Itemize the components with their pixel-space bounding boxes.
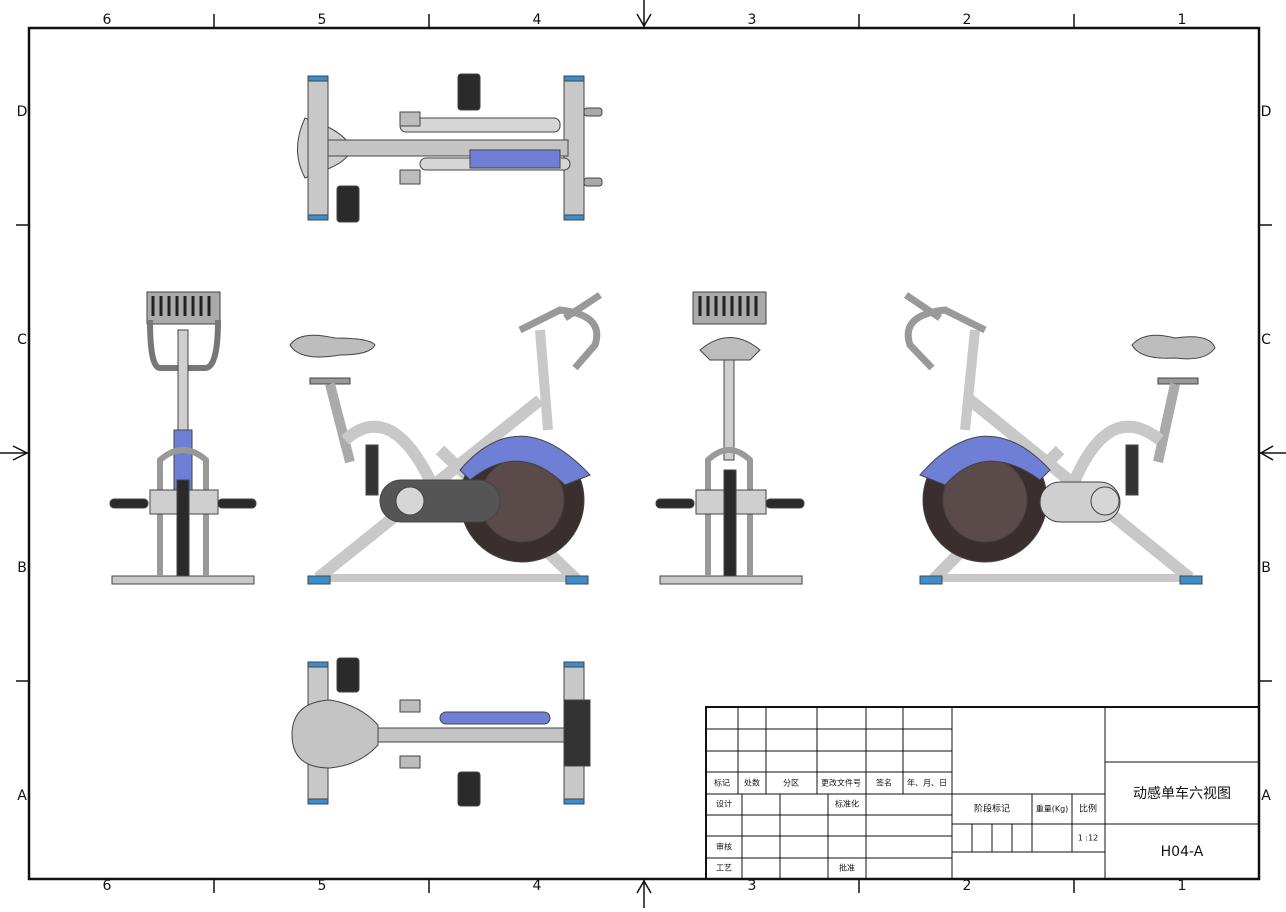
- top-view: [297, 73, 603, 223]
- svg-text:签名: 签名: [876, 778, 892, 788]
- sheet-border: [27, 26, 1261, 881]
- svg-text:A: A: [17, 788, 27, 804]
- drawing-number: H04-A: [1161, 844, 1204, 860]
- svg-text:2: 2: [963, 12, 972, 28]
- svg-text:更改文件号: 更改文件号: [821, 778, 861, 788]
- drawing-title: 动感单车六视图: [1133, 785, 1231, 802]
- svg-text:4: 4: [533, 878, 542, 894]
- svg-text:1: 1: [1178, 878, 1187, 894]
- rear-view: [655, 291, 805, 585]
- right-side-view: [904, 292, 1216, 585]
- column-labels-top: 6 5 4 3 2 1: [103, 12, 1187, 28]
- svg-text:3: 3: [748, 12, 757, 28]
- svg-text:标记: 标记: [714, 778, 730, 788]
- svg-text:3: 3: [748, 878, 757, 894]
- svg-text:6: 6: [103, 878, 112, 894]
- svg-text:B: B: [17, 560, 27, 576]
- svg-text:阶段标记: 阶段标记: [974, 803, 1010, 815]
- svg-text:C: C: [1261, 332, 1271, 348]
- front-view: [109, 291, 257, 585]
- title-block: [705, 706, 1260, 880]
- svg-text:5: 5: [318, 12, 327, 28]
- title-block-text: 标记 处数 分区 更改文件号 签名 年、月、日 设计 标准化 审核 工艺 批准 …: [714, 778, 1231, 873]
- svg-text:工艺: 工艺: [716, 864, 732, 873]
- svg-text:年、月、日: 年、月、日: [907, 778, 947, 788]
- svg-text:4: 4: [533, 12, 542, 28]
- svg-text:1: 1: [1178, 12, 1187, 28]
- svg-text:审核: 审核: [716, 842, 732, 852]
- svg-text:5: 5: [318, 878, 327, 894]
- svg-text:B: B: [1261, 560, 1271, 576]
- svg-text:比例: 比例: [1079, 803, 1097, 815]
- left-side-view: [289, 292, 602, 585]
- svg-text:标准化: 标准化: [835, 799, 859, 809]
- zone-ticks: [16, 14, 1272, 893]
- svg-text:6: 6: [103, 12, 112, 28]
- svg-text:分区: 分区: [783, 779, 799, 788]
- svg-text:D: D: [17, 104, 28, 120]
- svg-text:重量(Kg): 重量(Kg): [1036, 804, 1069, 814]
- svg-text:C: C: [17, 332, 27, 348]
- bottom-view: [291, 657, 591, 807]
- svg-text:处数: 处数: [744, 778, 760, 788]
- svg-text:批准: 批准: [839, 863, 855, 873]
- svg-text:D: D: [1261, 104, 1272, 120]
- svg-text:2: 2: [963, 878, 972, 894]
- svg-text:A: A: [1261, 788, 1271, 804]
- column-labels-bottom: 6 5 4 3 2 1: [103, 878, 1187, 894]
- row-labels-right: D C B A: [1261, 104, 1272, 804]
- svg-text:1 :12: 1 :12: [1078, 834, 1099, 843]
- row-labels-left: D C B A: [17, 104, 28, 804]
- svg-text:设计: 设计: [716, 799, 732, 809]
